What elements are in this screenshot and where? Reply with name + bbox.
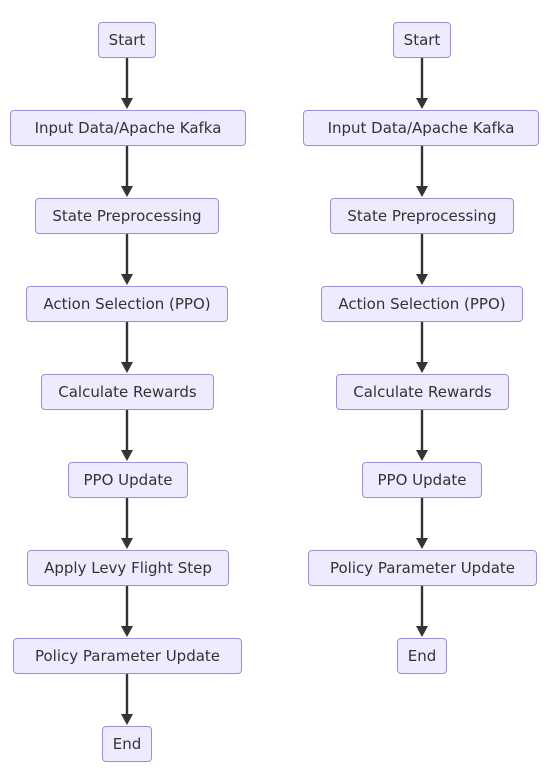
right-node-ppo-update: PPO Update xyxy=(362,462,482,498)
right-arrowhead-7 xyxy=(416,626,428,637)
left-arrowhead-1 xyxy=(121,98,133,109)
right-node-state-preprocessing: State Preprocessing xyxy=(330,198,514,234)
right-arrowhead-4 xyxy=(416,362,428,373)
right-flow-arrows xyxy=(416,58,428,637)
right-arrowhead-3 xyxy=(416,274,428,285)
left-node-end: End xyxy=(102,726,152,762)
right-node-start: Start xyxy=(393,22,451,58)
right-node-input-data: Input Data/Apache Kafka xyxy=(303,110,539,146)
left-node-input-data: Input Data/Apache Kafka xyxy=(10,110,246,146)
left-arrowhead-2 xyxy=(121,186,133,197)
left-arrowhead-3 xyxy=(121,274,133,285)
right-node-action-selection: Action Selection (PPO) xyxy=(321,286,523,322)
left-flow-arrows xyxy=(121,58,133,725)
left-arrowhead-7 xyxy=(121,626,133,637)
left-node-ppo-update: PPO Update xyxy=(68,462,188,498)
left-node-start: Start xyxy=(98,22,156,58)
left-arrowhead-6 xyxy=(121,538,133,549)
right-arrowhead-1 xyxy=(416,98,428,109)
left-node-action-selection: Action Selection (PPO) xyxy=(26,286,228,322)
left-node-policy-parameter-update: Policy Parameter Update xyxy=(13,638,242,674)
left-node-apply-levy-flight: Apply Levy Flight Step xyxy=(27,550,229,586)
right-arrowhead-6 xyxy=(416,538,428,549)
right-arrowhead-5 xyxy=(416,450,428,461)
right-arrowhead-2 xyxy=(416,186,428,197)
right-node-end: End xyxy=(397,638,447,674)
right-node-policy-parameter-update: Policy Parameter Update xyxy=(308,550,537,586)
left-arrowhead-5 xyxy=(121,450,133,461)
left-node-state-preprocessing: State Preprocessing xyxy=(35,198,219,234)
left-arrowhead-4 xyxy=(121,362,133,373)
right-node-calculate-rewards: Calculate Rewards xyxy=(336,374,509,410)
left-arrowhead-8 xyxy=(121,714,133,725)
left-node-calculate-rewards: Calculate Rewards xyxy=(41,374,214,410)
